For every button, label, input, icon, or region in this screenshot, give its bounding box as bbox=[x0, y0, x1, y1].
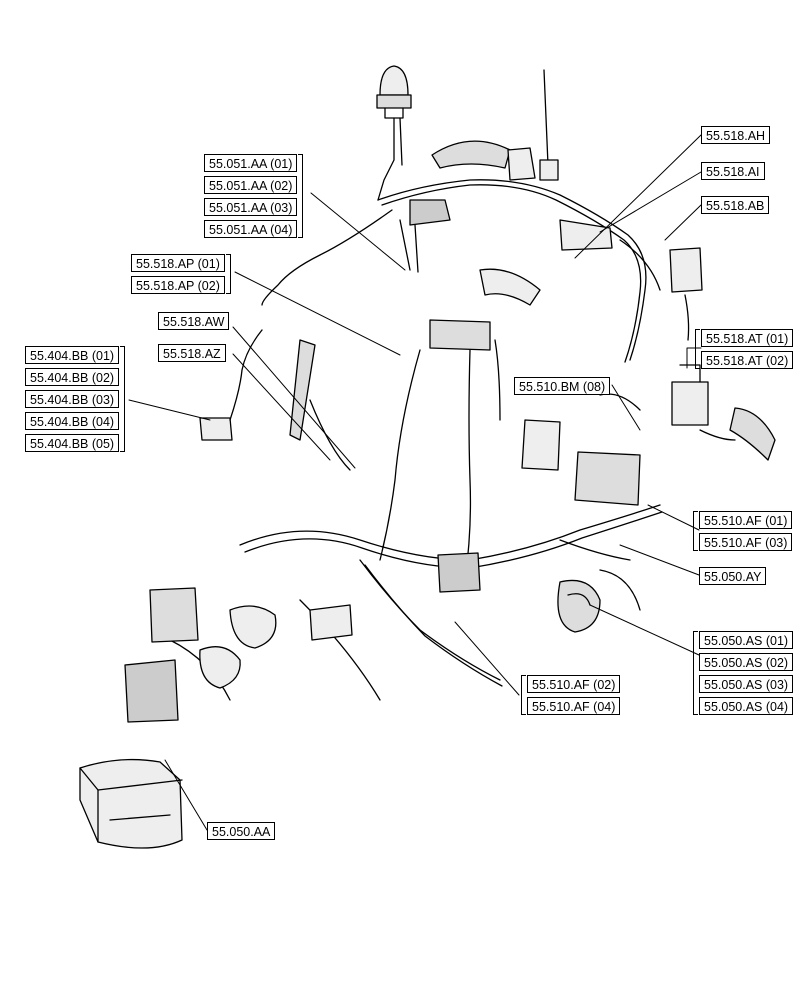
label-55-518-at-01[interactable]: 55.518.AT (01) bbox=[701, 329, 794, 347]
label-group-55-050-as: 55.050.AS (01) 55.050.AS (02) 55.050.AS … bbox=[693, 631, 794, 719]
label-55-404-bb-05[interactable]: 55.404.BB (05) bbox=[25, 434, 120, 452]
battery bbox=[79, 758, 183, 849]
label-55-510-bm-08[interactable]: 55.510.BM (08) bbox=[514, 377, 611, 395]
ecu-module bbox=[521, 393, 641, 506]
label-group-55-510-af-right: 55.510.AF (01) 55.510.AF (03) bbox=[693, 511, 793, 555]
bracket bbox=[695, 329, 700, 369]
label-55-510-af-04[interactable]: 55.510.AF (04) bbox=[527, 697, 621, 715]
bracket bbox=[693, 631, 698, 715]
beacon-lamp bbox=[376, 65, 412, 201]
label-group-55-510-af-bottom: 55.510.AF (02) 55.510.AF (04) bbox=[521, 675, 621, 719]
label-55-510-af-01[interactable]: 55.510.AF (01) bbox=[699, 511, 793, 529]
label-group-55-051-aa: 55.051.AA (01) 55.051.AA (02) 55.051.AA … bbox=[204, 154, 304, 242]
bracket bbox=[521, 675, 526, 715]
label-55-050-as-01[interactable]: 55.050.AS (01) bbox=[699, 631, 794, 649]
blower-motor bbox=[557, 579, 601, 633]
washer-reservoir bbox=[671, 364, 709, 426]
label-55-051-aa-03[interactable]: 55.051.AA (03) bbox=[204, 198, 298, 216]
label-55-051-aa-04[interactable]: 55.051.AA (04) bbox=[204, 220, 298, 238]
label-55-518-aw[interactable]: 55.518.AW bbox=[158, 312, 230, 330]
label-55-518-ap-01[interactable]: 55.518.AP (01) bbox=[131, 254, 225, 272]
label-55-050-ay[interactable]: 55.050.AY bbox=[699, 567, 767, 585]
junction-box bbox=[437, 552, 481, 593]
label-55-050-as-04[interactable]: 55.050.AS (04) bbox=[699, 697, 794, 715]
roof-light-panel bbox=[431, 140, 536, 181]
label-55-404-bb-02[interactable]: 55.404.BB (02) bbox=[25, 368, 120, 386]
label-55-510-af-03[interactable]: 55.510.AF (03) bbox=[699, 533, 793, 551]
label-55-518-ab[interactable]: 55.518.AB bbox=[701, 196, 770, 214]
label-55-518-az[interactable]: 55.518.AZ bbox=[158, 344, 226, 362]
label-55-404-bb-01[interactable]: 55.404.BB (01) bbox=[25, 346, 120, 364]
label-group-55-518-ap: 55.518.AP (01) 55.518.AP (02) bbox=[131, 254, 231, 298]
label-55-510-af-02[interactable]: 55.510.AF (02) bbox=[527, 675, 621, 693]
label-group-55-518-at: 55.518.AT (01) 55.518.AT (02) bbox=[695, 329, 794, 373]
antenna bbox=[539, 69, 559, 181]
label-55-518-ap-02[interactable]: 55.518.AP (02) bbox=[131, 276, 225, 294]
overhead-harness bbox=[261, 179, 703, 363]
label-55-404-bb-03[interactable]: 55.404.BB (03) bbox=[25, 390, 120, 408]
label-55-518-ah[interactable]: 55.518.AH bbox=[701, 126, 771, 144]
engine-components bbox=[124, 587, 353, 723]
leader-lines bbox=[128, 134, 702, 831]
bracket bbox=[693, 511, 698, 551]
label-55-050-as-02[interactable]: 55.050.AS (02) bbox=[699, 653, 794, 671]
label-55-050-aa[interactable]: 55.050.AA bbox=[207, 822, 276, 840]
wiper-assembly bbox=[289, 339, 351, 471]
label-55-518-ai[interactable]: 55.518.AI bbox=[701, 162, 765, 180]
label-55-051-aa-01[interactable]: 55.051.AA (01) bbox=[204, 154, 298, 172]
bracket bbox=[298, 154, 304, 238]
center-harness bbox=[379, 268, 541, 581]
bracket bbox=[120, 346, 126, 452]
label-55-404-bb-04[interactable]: 55.404.BB (04) bbox=[25, 412, 120, 430]
right-work-lamp bbox=[699, 407, 776, 461]
label-group-55-404-bb: 55.404.BB (01) 55.404.BB (02) 55.404.BB … bbox=[25, 346, 126, 456]
label-55-051-aa-02[interactable]: 55.051.AA (02) bbox=[204, 176, 298, 194]
label-55-518-at-02[interactable]: 55.518.AT (02) bbox=[701, 351, 794, 369]
bracket bbox=[225, 254, 231, 294]
label-55-050-as-03[interactable]: 55.050.AS (03) bbox=[699, 675, 794, 693]
rear-lamp bbox=[199, 329, 263, 441]
